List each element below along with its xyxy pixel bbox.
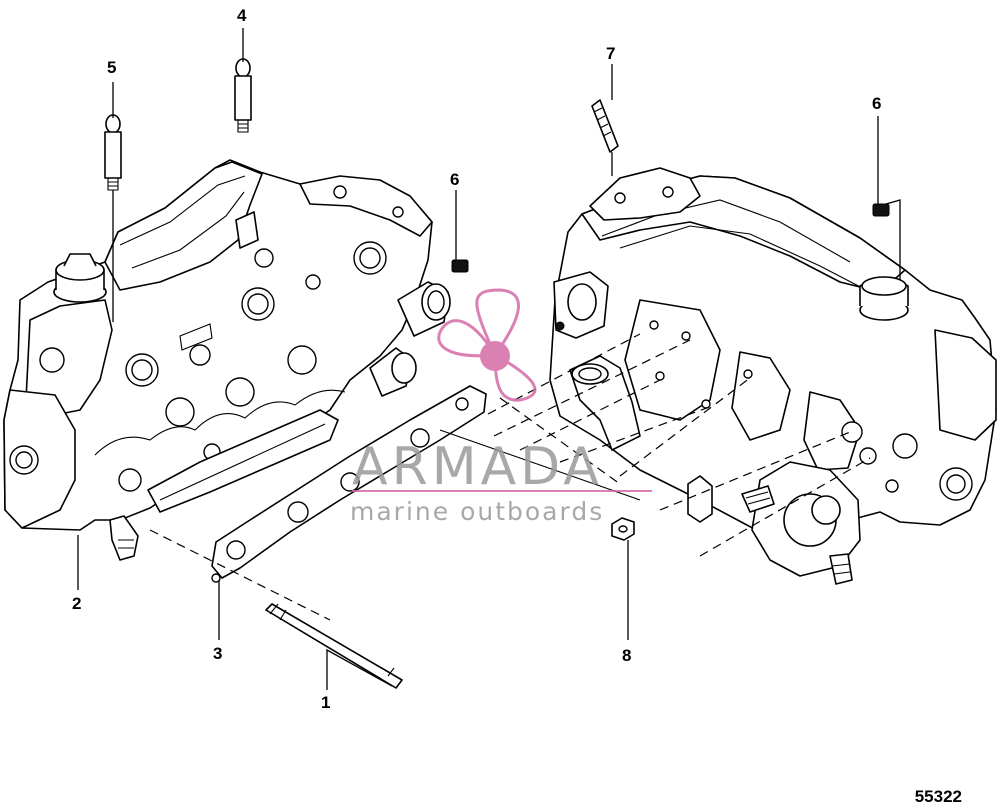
oil-filler-cap-right <box>859 276 909 321</box>
callout-4: 4 <box>237 6 247 25</box>
callout-6-right: 6 <box>872 94 881 113</box>
callout-7: 7 <box>606 44 615 63</box>
propeller-logo <box>437 288 537 402</box>
pipe-plug-left <box>451 259 469 273</box>
oil-filler-cap <box>53 253 107 303</box>
hex-nut <box>611 517 635 541</box>
thermostat-housing <box>569 355 641 451</box>
watermark-tagline: marine outboards <box>350 497 604 526</box>
exhaust-gasket <box>211 385 487 583</box>
callout-3: 3 <box>213 644 222 663</box>
watermark-brand: ARMADA <box>352 437 603 497</box>
callout-2: 2 <box>72 594 81 613</box>
temperature-sender <box>553 271 609 339</box>
water-outlet-fitting <box>369 281 451 397</box>
callout-1: 1 <box>321 693 330 712</box>
right-cylinder-head <box>549 167 997 585</box>
figure-number: 55322 <box>914 787 962 806</box>
pipe-plug-right <box>872 203 890 217</box>
short-stud <box>591 99 619 153</box>
callout-8: 8 <box>622 646 631 665</box>
locating-dowel-4 <box>234 58 252 133</box>
armada-watermark: ARMADA marine outboards <box>350 288 652 526</box>
callout-5: 5 <box>107 58 116 77</box>
sensor-assembly <box>741 461 861 585</box>
callout-6-left: 6 <box>450 170 459 189</box>
watermark-rule <box>352 490 652 492</box>
locating-dowel-5 <box>104 114 122 191</box>
long-stud <box>265 603 403 689</box>
left-cylinder-head <box>3 159 451 561</box>
